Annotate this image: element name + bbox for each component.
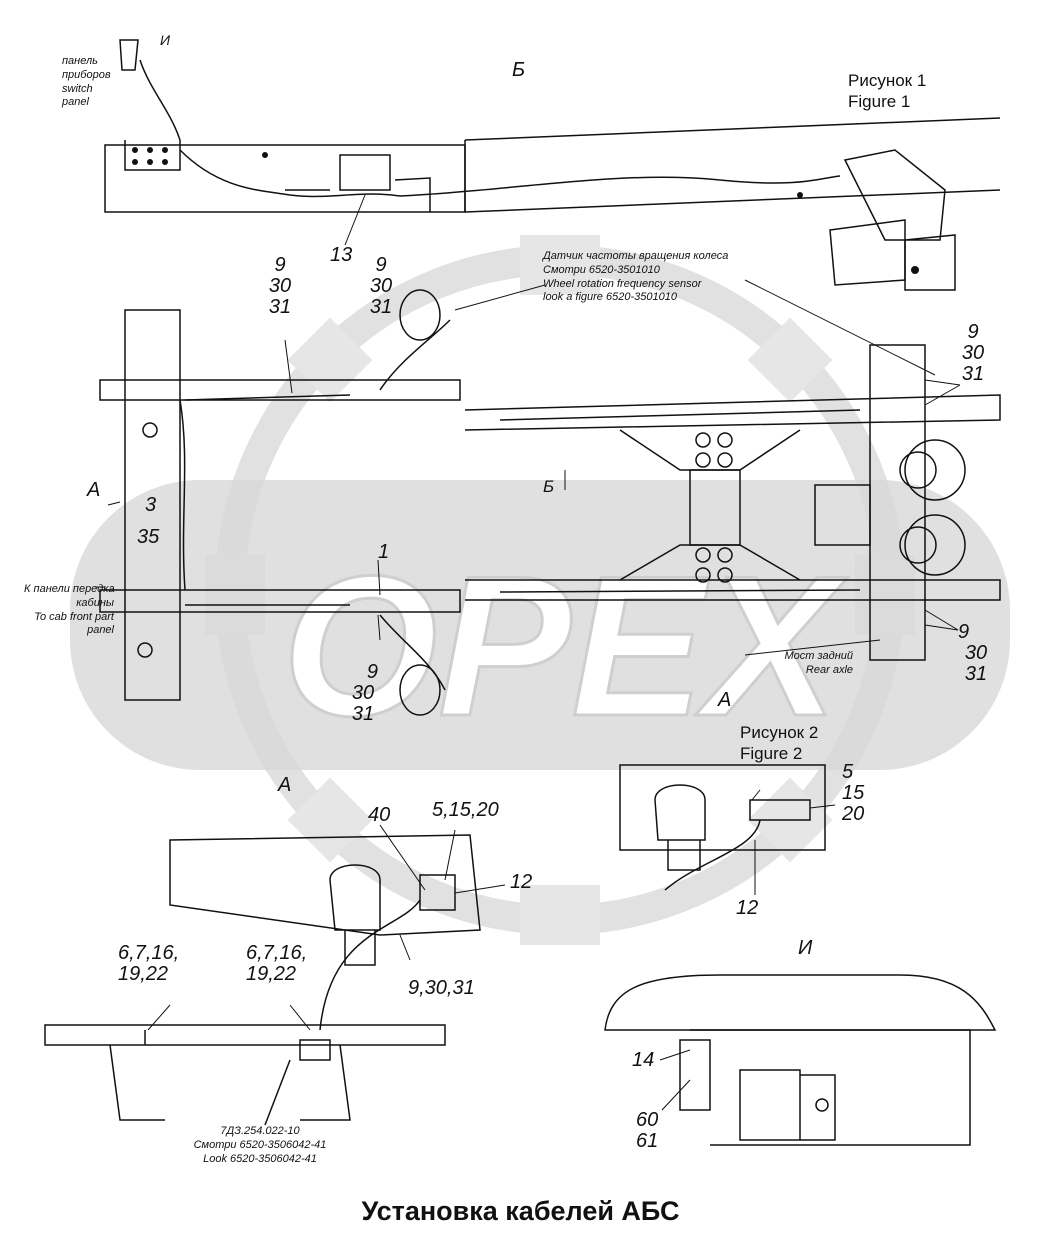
cab-panel-note: К панели передка кабины To cab front par… xyxy=(24,583,115,638)
callout-6-7-16-19-22-right: 6,7,16, 19,22 xyxy=(246,943,307,985)
wheel-sensor-note-line1: Датчик частоты вращения колеса xyxy=(543,250,729,262)
callout-9: 9 xyxy=(366,661,378,683)
callout-group-bottom-mid: 9 30 31 xyxy=(348,662,378,725)
detail-i-drawing xyxy=(604,974,997,1146)
frame-side-bolts xyxy=(132,147,919,274)
figure2-callout-group: 5 15 20 xyxy=(842,762,864,825)
callout-group-top-left: 9 30 31 xyxy=(265,255,295,318)
callout-30: 30 xyxy=(351,682,375,704)
callout-14: 14 xyxy=(632,1049,655,1071)
figure1-label-ru: Рисунок 1 xyxy=(848,71,927,90)
callout-31: 31 xyxy=(268,296,292,318)
leaders-figure2 xyxy=(751,789,836,895)
switch-panel-note-line1: панель xyxy=(62,55,98,67)
callout-19-22-line2: 19,22 xyxy=(118,963,169,985)
leaders-detail-i xyxy=(659,1049,691,1111)
connector-note: 7ДЗ.254.022-10 Смотри 6520-3506042-41 Lo… xyxy=(180,1125,340,1166)
leaders-top-view xyxy=(95,279,961,656)
callout-group-right-bottom: 9 30 31 xyxy=(958,622,994,685)
switch-panel-note: панель приборов switch panel xyxy=(62,55,111,110)
callout-group-right-top: 9 30 31 xyxy=(958,322,988,385)
callout-30: 30 xyxy=(961,342,985,364)
callout-9: 9 xyxy=(274,254,286,276)
callout-9: 9 xyxy=(958,621,970,643)
rear-axle-note: Мост задний Rear axle xyxy=(745,650,853,678)
view-label-a-detail: А xyxy=(278,774,292,796)
callout-group-top-mid: 9 30 31 xyxy=(366,255,396,318)
frame-side-view xyxy=(104,39,1001,291)
callout-31: 31 xyxy=(961,363,985,385)
callout-3: 3 xyxy=(145,494,157,516)
cab-panel-note-line2: кабины xyxy=(76,596,114,609)
wheel-sensor-note-line4: look a figure 6520-3501010 xyxy=(543,291,677,304)
connector-note-line2: Смотри 6520-3506042-41 xyxy=(193,1138,327,1151)
figure2-label-en: Figure 2 xyxy=(740,744,803,764)
callout-60: 60 xyxy=(636,1109,659,1131)
crossmember-bolts xyxy=(137,422,733,658)
callout-30: 30 xyxy=(268,275,292,297)
callout-35: 35 xyxy=(137,526,160,548)
callout-60-61: 60 61 xyxy=(636,1110,658,1152)
switch-panel-note-line4: panel xyxy=(62,96,89,109)
wheel-sensor-note: Датчик частоты вращения колеса Смотри 65… xyxy=(543,250,728,305)
view-label-b-mid: Б xyxy=(543,477,555,496)
callout-19-22-line2: 19,22 xyxy=(246,963,297,985)
figure1-label-en: Figure 1 xyxy=(848,92,911,112)
page-title: Установка кабелей АБС xyxy=(361,1196,680,1226)
callout-9: 9 xyxy=(967,321,979,343)
switch-panel-note-line3: switch xyxy=(62,82,93,95)
callout-6-7-16-19-22-left: 6,7,16, 19,22 xyxy=(118,943,179,985)
callout-31: 31 xyxy=(369,296,393,318)
leader-13 xyxy=(344,194,366,246)
callout-5: 5 xyxy=(842,761,854,783)
callout-9: 9 xyxy=(375,254,387,276)
figure2-label: Рисунок 2 Figure 2 xyxy=(740,722,818,765)
view-label-a-left: А xyxy=(87,479,101,501)
callout-31: 31 xyxy=(351,703,375,725)
detail-a-drawing xyxy=(44,834,481,1126)
switch-panel-note-line2: приборов xyxy=(62,68,111,81)
callout-12-figure2: 12 xyxy=(736,897,759,919)
wheel-sensor-note-line2: Смотри 6520-3501010 xyxy=(543,263,660,276)
view-label-i-top: И xyxy=(160,32,171,48)
watermark-text: OPEX xyxy=(282,535,848,758)
callout-13: 13 xyxy=(330,244,353,266)
rear-axle-note-line1: Мост задний xyxy=(784,650,853,662)
callout-12-detail-a: 12 xyxy=(510,871,533,893)
chassis-top-view xyxy=(99,309,1001,701)
cab-panel-note-line1: К панели передка xyxy=(24,583,115,595)
brake-chambers xyxy=(399,289,966,716)
cab-panel-note-line4: panel xyxy=(87,624,114,637)
callout-1: 1 xyxy=(378,541,390,563)
callout-9-30-31: 9,30,31 xyxy=(408,977,475,999)
callout-5-15-20: 5,15,20 xyxy=(432,799,499,821)
view-label-a-mid: А xyxy=(718,689,732,711)
rear-axle-note-line2: Rear axle xyxy=(805,663,853,676)
callout-6-7-16-line1: 6,7,16, xyxy=(118,942,180,964)
callout-15: 15 xyxy=(842,782,865,804)
connector-note-line1: 7ДЗ.254.022-10 xyxy=(220,1125,300,1137)
figure2-drawing xyxy=(619,764,826,891)
wheel-sensor-note-line3: Wheel rotation frequency sensor xyxy=(543,277,702,290)
connector-note-line3: Look 6520-3506042-41 xyxy=(203,1152,317,1165)
view-label-b-top: Б xyxy=(512,59,526,81)
figure2-label-ru: Рисунок 2 xyxy=(740,723,819,742)
callout-6-7-16-line1: 6,7,16, xyxy=(246,942,308,964)
callout-31: 31 xyxy=(964,663,988,685)
callout-20: 20 xyxy=(842,803,865,825)
figure1-label: Рисунок 1 Figure 1 xyxy=(848,70,926,113)
callout-30: 30 xyxy=(369,275,393,297)
watermark-band xyxy=(70,480,1010,770)
callout-30: 30 xyxy=(964,642,988,664)
view-label-i-detail: И xyxy=(798,937,813,959)
callout-40: 40 xyxy=(368,804,391,826)
cab-panel-note-line3: To cab front part xyxy=(34,610,114,623)
leaders-detail-a xyxy=(147,824,506,1031)
callout-61: 61 xyxy=(636,1130,659,1152)
